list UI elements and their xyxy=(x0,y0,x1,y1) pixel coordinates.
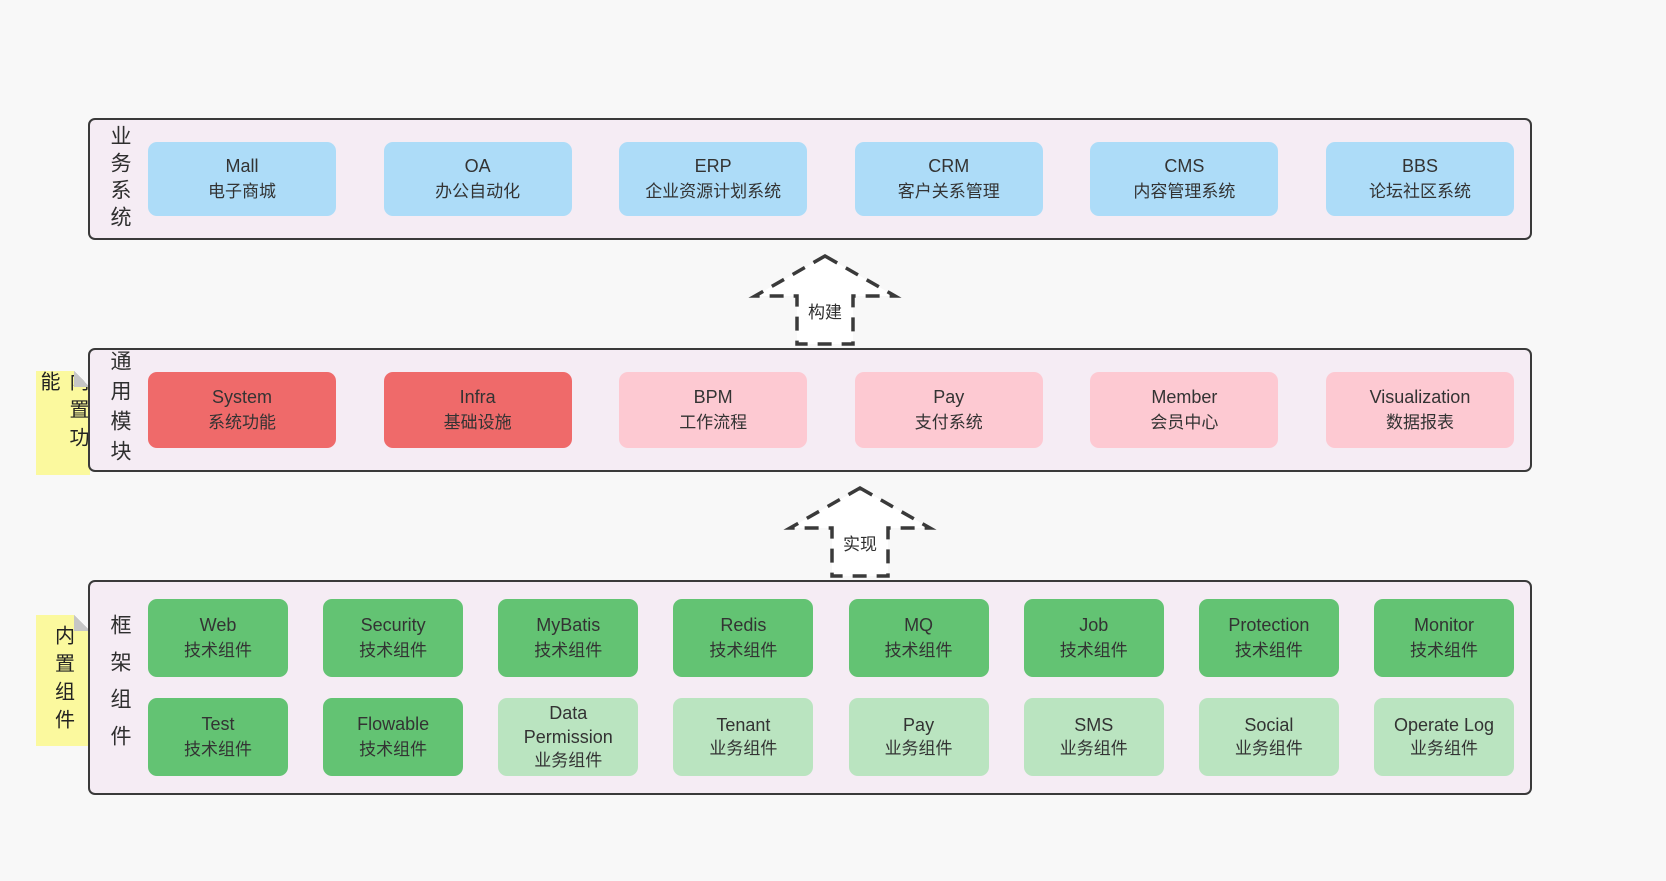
layer-modules-label: 通用模块 xyxy=(108,350,131,470)
system-box-mall: Mall 电子商城 xyxy=(148,142,336,216)
component-box-sms: SMS 业务组件 xyxy=(1023,698,1164,776)
build-arrow: 构建 xyxy=(748,253,902,347)
component-box-security: Security 技术组件 xyxy=(323,599,464,677)
component-box-pay: Pay 业务组件 xyxy=(848,698,989,776)
component-box-job: Job 技术组件 xyxy=(1023,599,1164,677)
system-box-erp: ERP 企业资源计划系统 xyxy=(619,142,808,216)
module-box-bpm: BPM 工作流程 xyxy=(619,372,808,448)
up-arrow-icon xyxy=(783,485,937,578)
component-box-monitor: Monitor 技术组件 xyxy=(1373,599,1514,677)
module-box-system: System 系统功能 xyxy=(148,372,336,448)
component-box-mybatis: MyBatis 技术组件 xyxy=(498,599,639,677)
layer-business-systems: 业务系统 Mall 电子商城 OA 办公自动化 ERP 企业资源计划系统 CRM… xyxy=(88,118,1532,240)
implement-arrow: 实现 xyxy=(783,485,937,579)
layer-framework-components: 框架组件 Web 技术组件 Security 技术组件 MyBatis 技术组件… xyxy=(88,580,1532,795)
system-box-crm: CRM 客户关系管理 xyxy=(854,142,1043,216)
modules-box-grid: System 系统功能 Infra 基础设施 BPM 工作流程 Pay 支付系统… xyxy=(148,350,1530,470)
layer-business-label: 业务系统 xyxy=(108,125,131,233)
component-box-flowable: Flowable 技术组件 xyxy=(323,698,464,776)
module-box-infra: Infra 基础设施 xyxy=(383,372,572,448)
up-arrow-icon xyxy=(748,253,902,346)
component-box-redis: Redis 技术组件 xyxy=(673,599,814,677)
implement-arrow-label: 实现 xyxy=(784,530,936,555)
sticky-note-builtin-components: 内置组件 xyxy=(36,615,90,746)
component-box-protection: Protection 技术组件 xyxy=(1198,599,1339,677)
layer-components-label: 框架组件 xyxy=(108,613,131,762)
module-box-pay: Pay 支付系统 xyxy=(854,372,1043,448)
component-box-social: Social 业务组件 xyxy=(1198,698,1339,776)
layer-common-modules: 通用模块 System 系统功能 Infra 基础设施 BPM 工作流程 Pay… xyxy=(88,348,1532,472)
component-box-tenant: Tenant 业务组件 xyxy=(673,698,814,776)
component-box-mq: MQ 技术组件 xyxy=(848,599,989,677)
components-box-grid: Web 技术组件 Security 技术组件 MyBatis 技术组件 Redi… xyxy=(148,582,1530,793)
component-box-operate-log: Operate Log 业务组件 xyxy=(1373,698,1514,776)
module-box-member: Member 会员中心 xyxy=(1090,372,1279,448)
system-box-cms: CMS 内容管理系统 xyxy=(1090,142,1279,216)
business-box-grid: Mall 电子商城 OA 办公自动化 ERP 企业资源计划系统 CRM 客户关系… xyxy=(148,120,1530,238)
system-box-bbs: BBS 论坛社区系统 xyxy=(1325,142,1514,216)
module-box-visualization: Visualization 数据报表 xyxy=(1325,372,1514,448)
component-box-data-permission: Data Permission 业务组件 xyxy=(498,698,639,776)
component-box-test: Test 技术组件 xyxy=(148,698,288,776)
system-box-oa: OA 办公自动化 xyxy=(383,142,572,216)
sticky-note-builtin-features: 内置功能 xyxy=(36,371,90,475)
component-box-web: Web 技术组件 xyxy=(148,599,288,677)
build-arrow-label: 构建 xyxy=(749,298,901,323)
